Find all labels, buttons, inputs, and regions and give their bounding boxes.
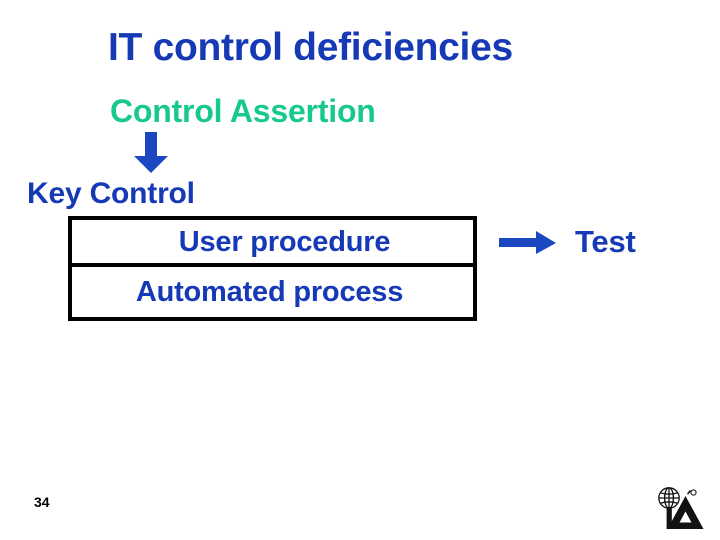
arrow-down-icon — [133, 132, 169, 174]
key-control-label: Key Control — [27, 177, 195, 210]
arrow-right-icon — [499, 231, 557, 255]
control-box-stack: User procedure Automated process — [68, 216, 477, 321]
control-box-label: Automated process — [135, 276, 404, 308]
control-box-label: User procedure — [178, 225, 391, 258]
control-box-user-procedure: User procedure — [72, 220, 473, 267]
iia-globe-logo — [657, 486, 709, 534]
page-number: 34 — [34, 494, 50, 510]
control-box-automated-process: Automated process — [72, 267, 473, 317]
subtitle-control-assertion: Control Assertion — [110, 93, 376, 129]
page-title: IT control deficiencies — [108, 26, 513, 69]
test-label: Test — [575, 224, 636, 259]
